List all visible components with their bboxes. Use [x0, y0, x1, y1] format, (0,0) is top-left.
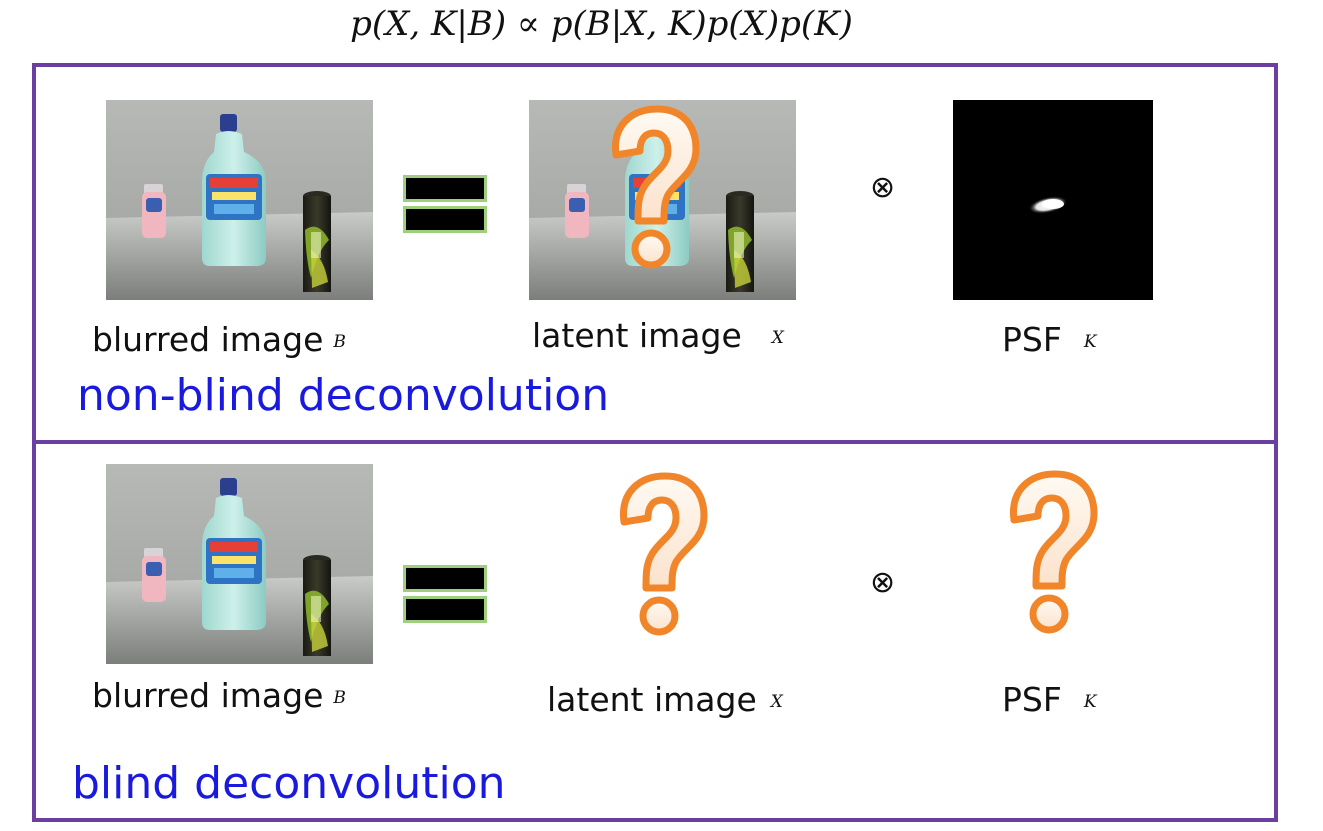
equals-icon — [403, 565, 487, 623]
blurred-image-photo-blind — [106, 464, 373, 664]
question-mark-icon — [1000, 468, 1100, 642]
psf-kernel-image — [953, 100, 1153, 300]
equals-icon — [403, 175, 487, 233]
posterior-formula: p(X, K|B) ∝ p(B|X, K)p(X)p(K) — [0, 4, 1323, 44]
blind-panel — [32, 440, 1278, 822]
question-mark-icon — [610, 470, 710, 644]
blind-title: blind deconvolution — [72, 758, 506, 809]
formula-text: p(X, K|B) ∝ p(B|X, K)p(X)p(K) — [350, 4, 853, 44]
question-mark-icon — [602, 103, 702, 277]
blurred-image-photo — [106, 100, 373, 300]
nonblind-title: non-blind deconvolution — [77, 370, 610, 421]
convolution-icon: ⊗ — [870, 170, 896, 205]
convolution-icon: ⊗ — [870, 565, 896, 600]
